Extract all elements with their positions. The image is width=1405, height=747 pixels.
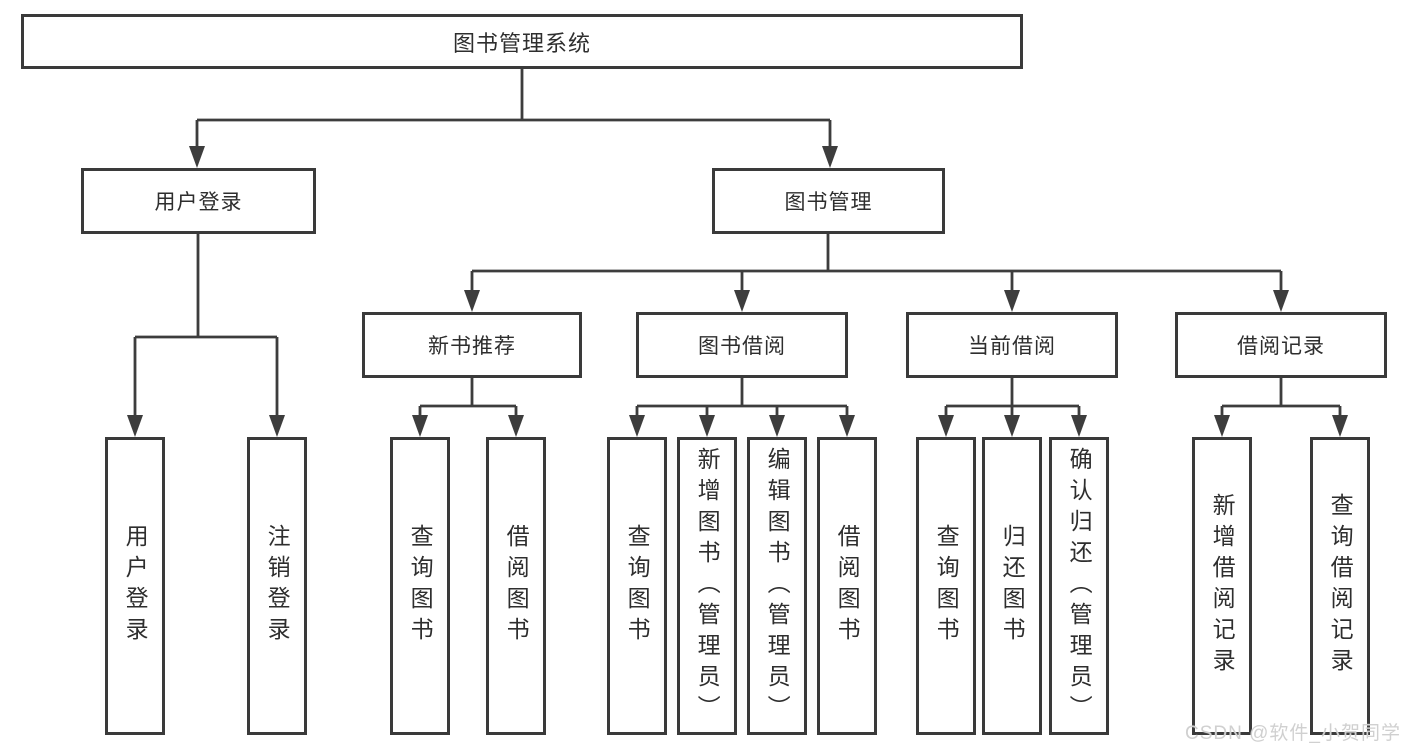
node-label: 借阅记录 xyxy=(1237,335,1325,358)
leaf-query-books-recommend: 查询图书 xyxy=(390,437,450,735)
node-label: 图书管理系统 xyxy=(452,30,591,56)
node-label: 用户登录 xyxy=(154,191,243,214)
leaf-user-login: 用户登录 xyxy=(105,437,165,735)
leaf-edit-book-admin: 编辑图书（管理员） xyxy=(747,437,807,735)
node-user-login: 用户登录 xyxy=(81,168,316,234)
connector-stems xyxy=(133,69,1342,418)
leaf-label: 查询图书 xyxy=(624,524,651,648)
leaf-label: 归还图书 xyxy=(999,524,1026,648)
node-book-borrow: 图书借阅 xyxy=(636,312,848,378)
node-current-borrow: 当前借阅 xyxy=(906,312,1118,378)
leaf-query-books-borrow: 查询图书 xyxy=(607,437,667,735)
leaf-query-borrow-record: 查询借阅记录 xyxy=(1310,437,1370,735)
leaf-label: 用户登录 xyxy=(122,524,149,648)
leaf-label: 借阅图书 xyxy=(503,524,530,648)
node-new-book-recommend: 新书推荐 xyxy=(362,312,582,378)
leaf-label: 查询图书 xyxy=(933,524,960,648)
leaf-logout: 注销登录 xyxy=(247,437,307,735)
leaf-label: 编辑图书（管理员） xyxy=(764,446,791,726)
node-label: 图书管理 xyxy=(784,191,873,214)
leaf-label: 新增图书（管理员） xyxy=(694,446,721,726)
node-borrow-records: 借阅记录 xyxy=(1175,312,1387,378)
leaf-label: 借阅图书 xyxy=(834,524,861,648)
leaf-add-borrow-record: 新增借阅记录 xyxy=(1192,437,1252,735)
leaf-label: 查询图书 xyxy=(407,524,434,648)
leaf-confirm-return-admin: 确认归还（管理员） xyxy=(1049,437,1109,735)
node-label: 当前借阅 xyxy=(968,335,1056,358)
leaf-label: 新增借阅记录 xyxy=(1209,493,1236,679)
node-label: 新书推荐 xyxy=(428,335,516,358)
arrowheads xyxy=(127,146,1348,437)
leaf-borrow-books-recommend: 借阅图书 xyxy=(486,437,546,735)
leaf-add-book-admin: 新增图书（管理员） xyxy=(677,437,737,735)
node-book-management: 图书管理 xyxy=(712,168,945,234)
leaf-label: 查询借阅记录 xyxy=(1327,493,1354,679)
leaf-borrow-books: 借阅图书 xyxy=(817,437,877,735)
leaf-return-books: 归还图书 xyxy=(982,437,1042,735)
leaf-label: 注销登录 xyxy=(264,524,291,648)
leaf-label: 确认归还（管理员） xyxy=(1066,446,1093,726)
node-library-management-system: 图书管理系统 xyxy=(21,14,1023,69)
node-label: 图书借阅 xyxy=(698,335,786,358)
leaf-query-books-current: 查询图书 xyxy=(916,437,976,735)
